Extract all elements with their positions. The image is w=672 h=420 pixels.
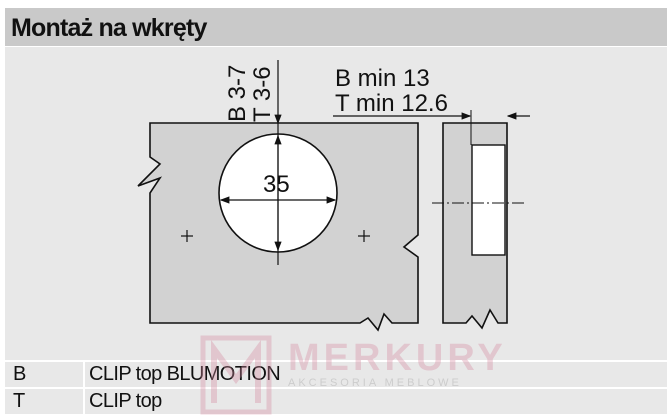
section-title: Montaż na wkręty bbox=[11, 14, 207, 42]
screw-mark-right bbox=[358, 230, 370, 242]
legend-row-b: B CLIP top BLUMOTION bbox=[5, 362, 667, 387]
legend-row-t: T CLIP top bbox=[5, 389, 667, 414]
legend-key: T bbox=[13, 390, 25, 412]
min-label-t: T min 12.6 bbox=[335, 90, 448, 117]
screw-mark-left bbox=[181, 230, 193, 242]
legend-key: B bbox=[13, 363, 26, 385]
legend-value: CLIP top bbox=[89, 390, 162, 412]
min-label-b: B min 13 bbox=[335, 65, 430, 92]
hinge-cup-section bbox=[471, 144, 506, 256]
section-header: Montaż na wkręty bbox=[5, 8, 667, 46]
diameter-label: 35 bbox=[263, 171, 290, 198]
legend-value: CLIP top BLUMOTION bbox=[89, 363, 281, 385]
depth-label-t: T 3-6 bbox=[249, 66, 276, 122]
column-divider bbox=[83, 389, 85, 414]
depth-label-b: B 3-7 bbox=[224, 65, 251, 122]
column-divider bbox=[83, 362, 85, 387]
